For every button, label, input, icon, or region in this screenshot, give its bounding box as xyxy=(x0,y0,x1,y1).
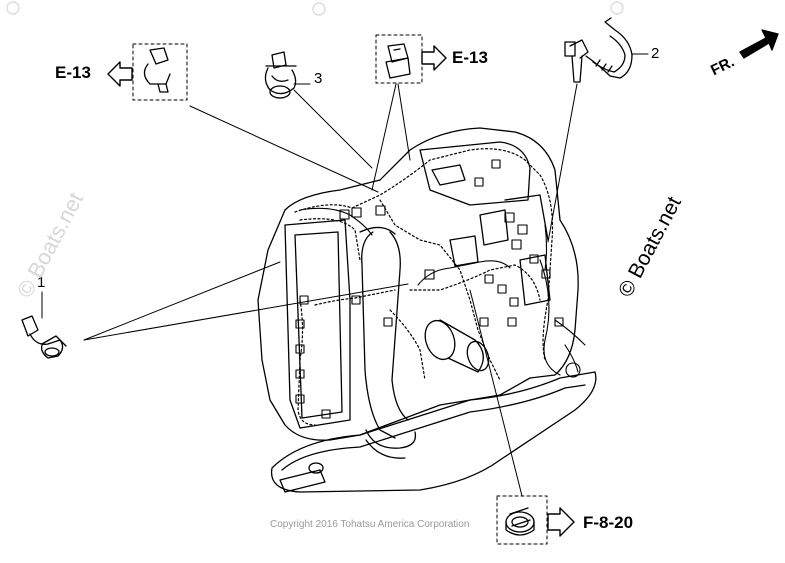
clamp-part-3 xyxy=(264,51,297,99)
front-direction-arrow xyxy=(739,29,779,59)
wiring-harness xyxy=(294,148,554,426)
arrow-left-top-left xyxy=(107,61,133,87)
ref-box-top-middle xyxy=(375,34,423,84)
callout-number-3: 3 xyxy=(314,70,323,87)
corner-watermarks xyxy=(6,1,624,16)
copyright-notice: Copyright 2016 Tohatsu America Corporati… xyxy=(270,519,470,530)
ref-label-top-left[interactable]: E-13 xyxy=(55,63,91,82)
engine-block xyxy=(257,127,597,493)
ref-label-bottom[interactable]: F-8-20 xyxy=(583,513,634,532)
clip-part-1 xyxy=(21,315,67,359)
ref-box-bottom xyxy=(496,495,548,545)
grommet-bottom xyxy=(505,507,535,536)
callout-number-1: 1 xyxy=(37,274,46,291)
arrow-right-top-middle xyxy=(421,45,447,71)
ref-box-top-left xyxy=(132,43,188,101)
clip-top-left xyxy=(143,47,171,93)
clip-top-middle xyxy=(385,43,411,79)
ref-label-top-middle[interactable]: E-13 xyxy=(452,48,488,67)
arrow-right-bottom xyxy=(547,507,575,537)
callout-number-2: 2 xyxy=(651,45,660,62)
leader-lines xyxy=(41,53,649,497)
harness-strands xyxy=(299,207,586,378)
connectors xyxy=(295,159,564,419)
band-clip-part-2 xyxy=(564,17,633,83)
